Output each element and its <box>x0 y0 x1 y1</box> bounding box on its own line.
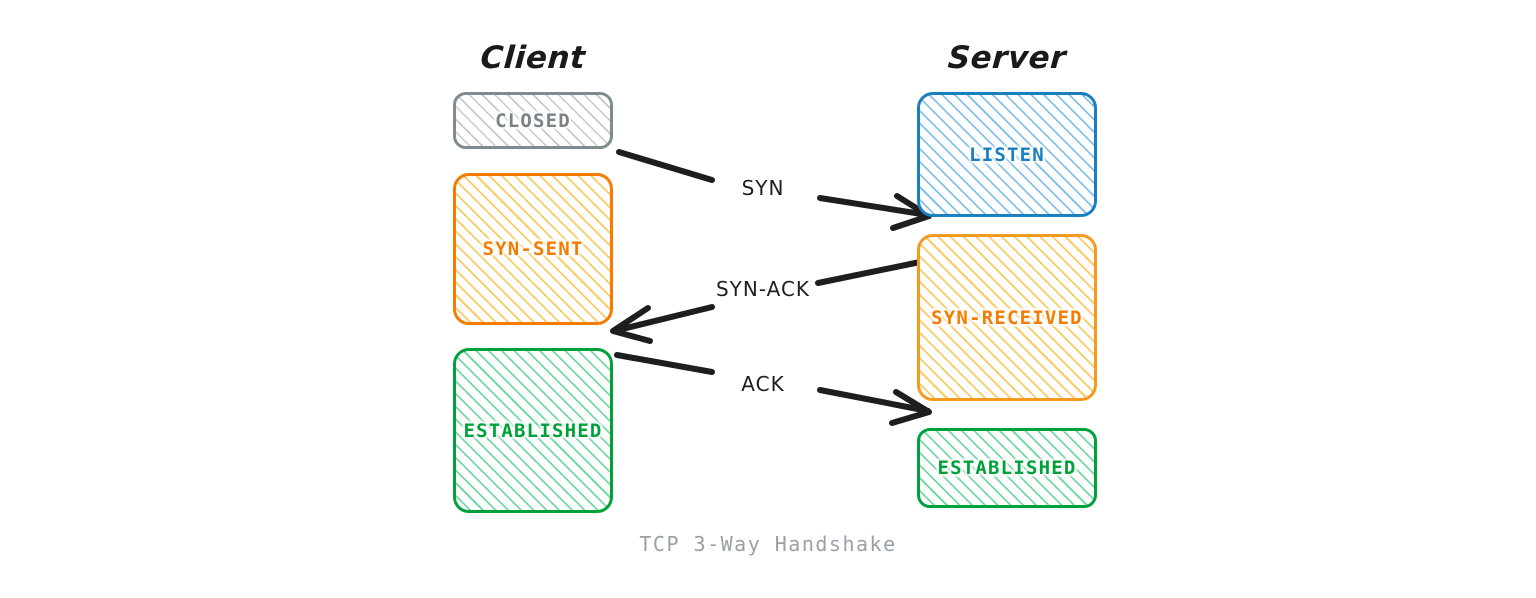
column-heading-client: Client <box>479 40 587 76</box>
state-label-client-syn-sent: SYN-SENT <box>482 238 584 260</box>
state-label-client-established: ESTABLISHED <box>463 419 603 442</box>
state-label-server-listen: LISTEN <box>969 143 1045 166</box>
arrowhead-syn-ack <box>610 305 653 344</box>
state-box-client-syn-sent[interactable]: SYN-SENT <box>453 173 613 325</box>
transition-label-ack: ACK <box>741 372 785 396</box>
diagram-caption: TCP 3-Way Handshake <box>639 532 897 556</box>
transition-label-syn-ack: SYN-ACK <box>715 277 811 301</box>
transition-label-syn: SYN <box>741 176 785 200</box>
state-box-client-closed[interactable]: CLOSED <box>453 92 613 149</box>
arrow-syn-ack <box>610 259 923 344</box>
state-box-server-syn-received[interactable]: SYN-RECEIVED <box>917 234 1097 401</box>
state-box-server-established[interactable]: ESTABLISHED <box>917 428 1097 508</box>
state-box-client-established[interactable]: ESTABLISHED <box>453 348 613 513</box>
state-label-server-established: ESTABLISHED <box>937 457 1077 479</box>
state-label-server-syn-received: SYN-RECEIVED <box>931 306 1083 329</box>
state-box-server-listen[interactable]: LISTEN <box>917 92 1097 217</box>
state-label-client-closed: CLOSED <box>495 109 571 132</box>
column-heading-server: Server <box>946 40 1068 76</box>
